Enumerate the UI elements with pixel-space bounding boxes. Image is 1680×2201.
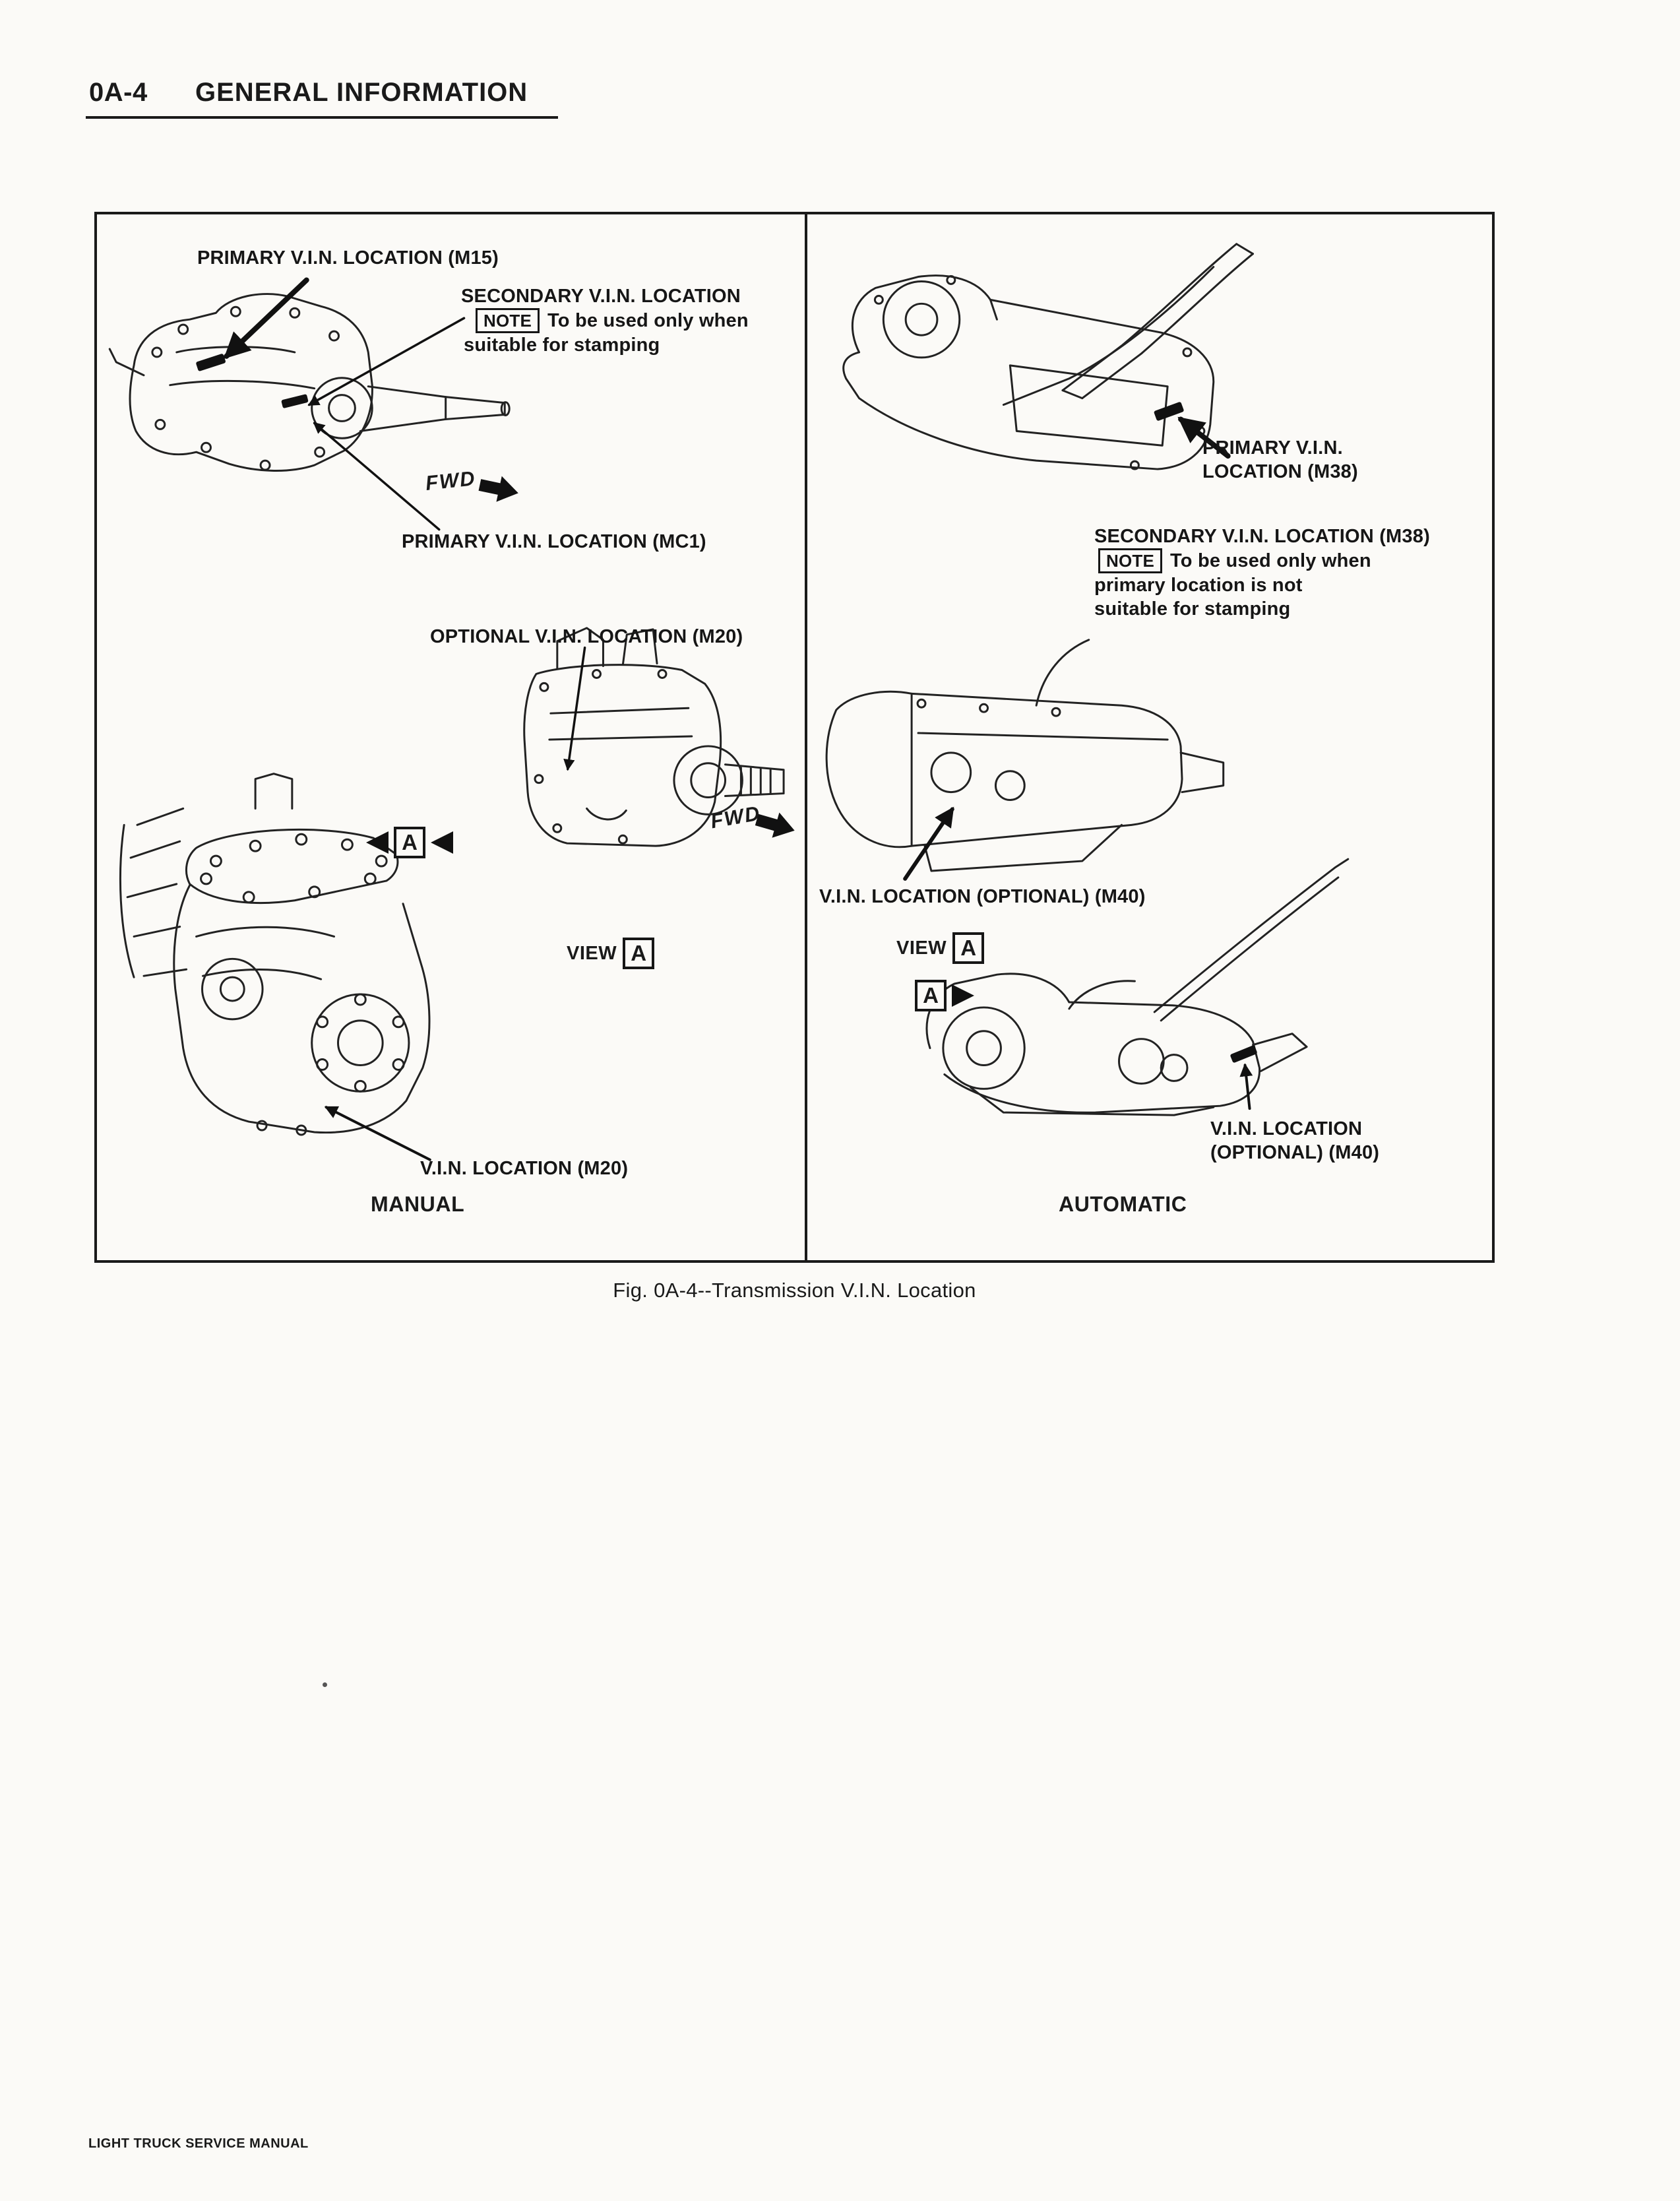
secondary-vin-title-automatic: SECONDARY V.I.N. LOCATION (M38) [1094, 526, 1430, 547]
m38-leader-arrow [1177, 416, 1231, 459]
arrow-right-icon [952, 984, 974, 1007]
note-line2-automatic: primary location is not [1094, 575, 1303, 596]
footer-text: LIGHT TRUCK SERVICE MANUAL [88, 2136, 309, 2151]
mc1-leader-arrow [313, 422, 441, 531]
primary-m15-label: PRIMARY V.I.N. LOCATION (M15) [197, 247, 499, 269]
page-title: GENERAL INFORMATION [195, 78, 528, 107]
manual-transmission-side-drawing [523, 627, 785, 847]
vin-m40-line1: V.I.N. LOCATION [1210, 1118, 1363, 1139]
optional-m40-leader-arrow [903, 806, 954, 881]
optional-m20-label: OPTIONAL V.I.N. LOCATION (M20) [430, 626, 743, 647]
figure-0a4: PRIMARY V.I.N. LOCATION (M15) SECONDARY … [94, 212, 1495, 1263]
fwd-arrow-icons [478, 476, 795, 838]
view-a-direction-marker-automatic: A [915, 980, 974, 1011]
optional-m20-leader-arrow [563, 646, 586, 771]
vin-m40-line2: (OPTIONAL) (M40) [1210, 1142, 1380, 1163]
primary-m38-label: PRIMARY V.I.N. LOCATION (M38) [1202, 436, 1358, 484]
panel-divider [805, 214, 807, 1260]
view-a-callout-manual: VIEW A [567, 938, 655, 969]
secondary-vin-block-manual: SECONDARY V.I.N. LOCATION NOTE To be use… [461, 284, 749, 357]
header-rule [86, 116, 558, 119]
automatic-transmission-rear-drawing [925, 858, 1350, 1116]
secondary-manual-leader-arrow [307, 317, 466, 406]
figure-caption: Fig. 0A-4--Transmission V.I.N. Location [613, 1279, 976, 1302]
view-letter-box-automatic: A [952, 932, 985, 964]
note-row-automatic: NOTE To be used only when [1098, 548, 1430, 573]
automatic-transmission-side-drawing [825, 639, 1225, 872]
view-letter-box-manual: A [623, 938, 655, 969]
page-number: 0A-4 [89, 78, 148, 107]
view-a-box-marker-automatic: A [915, 980, 947, 1011]
manual-transmission-rear-drawing [108, 293, 511, 472]
note-row-manual: NOTE To be used only when [476, 308, 749, 333]
note-line1-manual: To be used only when [547, 310, 749, 331]
primary-m38-line2: LOCATION (M38) [1202, 461, 1358, 482]
arrow-left-icon [366, 831, 389, 854]
view-a-box-marker-manual: A [394, 827, 425, 858]
view-a-direction-marker-manual: A [366, 827, 453, 858]
primary-mc1-label: PRIMARY V.I.N. LOCATION (MC1) [402, 531, 706, 552]
note-tag-automatic: NOTE [1098, 548, 1163, 573]
view-a-callout-automatic: VIEW A [896, 932, 985, 964]
view-word-automatic: VIEW [896, 937, 947, 959]
manual-panel-title: MANUAL [371, 1192, 465, 1216]
m15-leader-arrow [224, 277, 309, 360]
automatic-panel-title: AUTOMATIC [1059, 1192, 1187, 1216]
fwd-arrow-icon-top [478, 476, 518, 502]
arrow-left-icon [431, 831, 453, 854]
secondary-vin-block-automatic: SECONDARY V.I.N. LOCATION (M38) NOTE To … [1094, 525, 1430, 621]
primary-m38-line1: PRIMARY V.I.N. [1202, 437, 1343, 459]
view-word-manual: VIEW [567, 942, 617, 964]
stray-ink-dot [323, 1682, 327, 1687]
secondary-vin-title-manual: SECONDARY V.I.N. LOCATION [461, 286, 741, 307]
manual-gearbox-drawing [119, 773, 431, 1136]
vin-m40-label: V.I.N. LOCATION (OPTIONAL) (M40) [1210, 1117, 1379, 1164]
note-line3-automatic: suitable for stamping [1094, 598, 1291, 620]
transmission-line-art [108, 243, 1350, 1161]
note-line1-automatic: To be used only when [1170, 550, 1371, 571]
vin-m20-label: V.I.N. LOCATION (M20) [420, 1158, 629, 1179]
automatic-transmission-underside-drawing [842, 243, 1254, 470]
optional-m40-label: V.I.N. LOCATION (OPTIONAL) (M40) [819, 886, 1146, 907]
note-line2-manual: suitable for stamping [464, 335, 660, 356]
fwd-arrow-icon-side [755, 812, 795, 838]
leader-arrows [224, 277, 1253, 1161]
note-tag-manual: NOTE [476, 308, 540, 333]
vin-m40-leader-arrow [1239, 1063, 1253, 1110]
vin-m20-leader-arrow [324, 1106, 431, 1161]
